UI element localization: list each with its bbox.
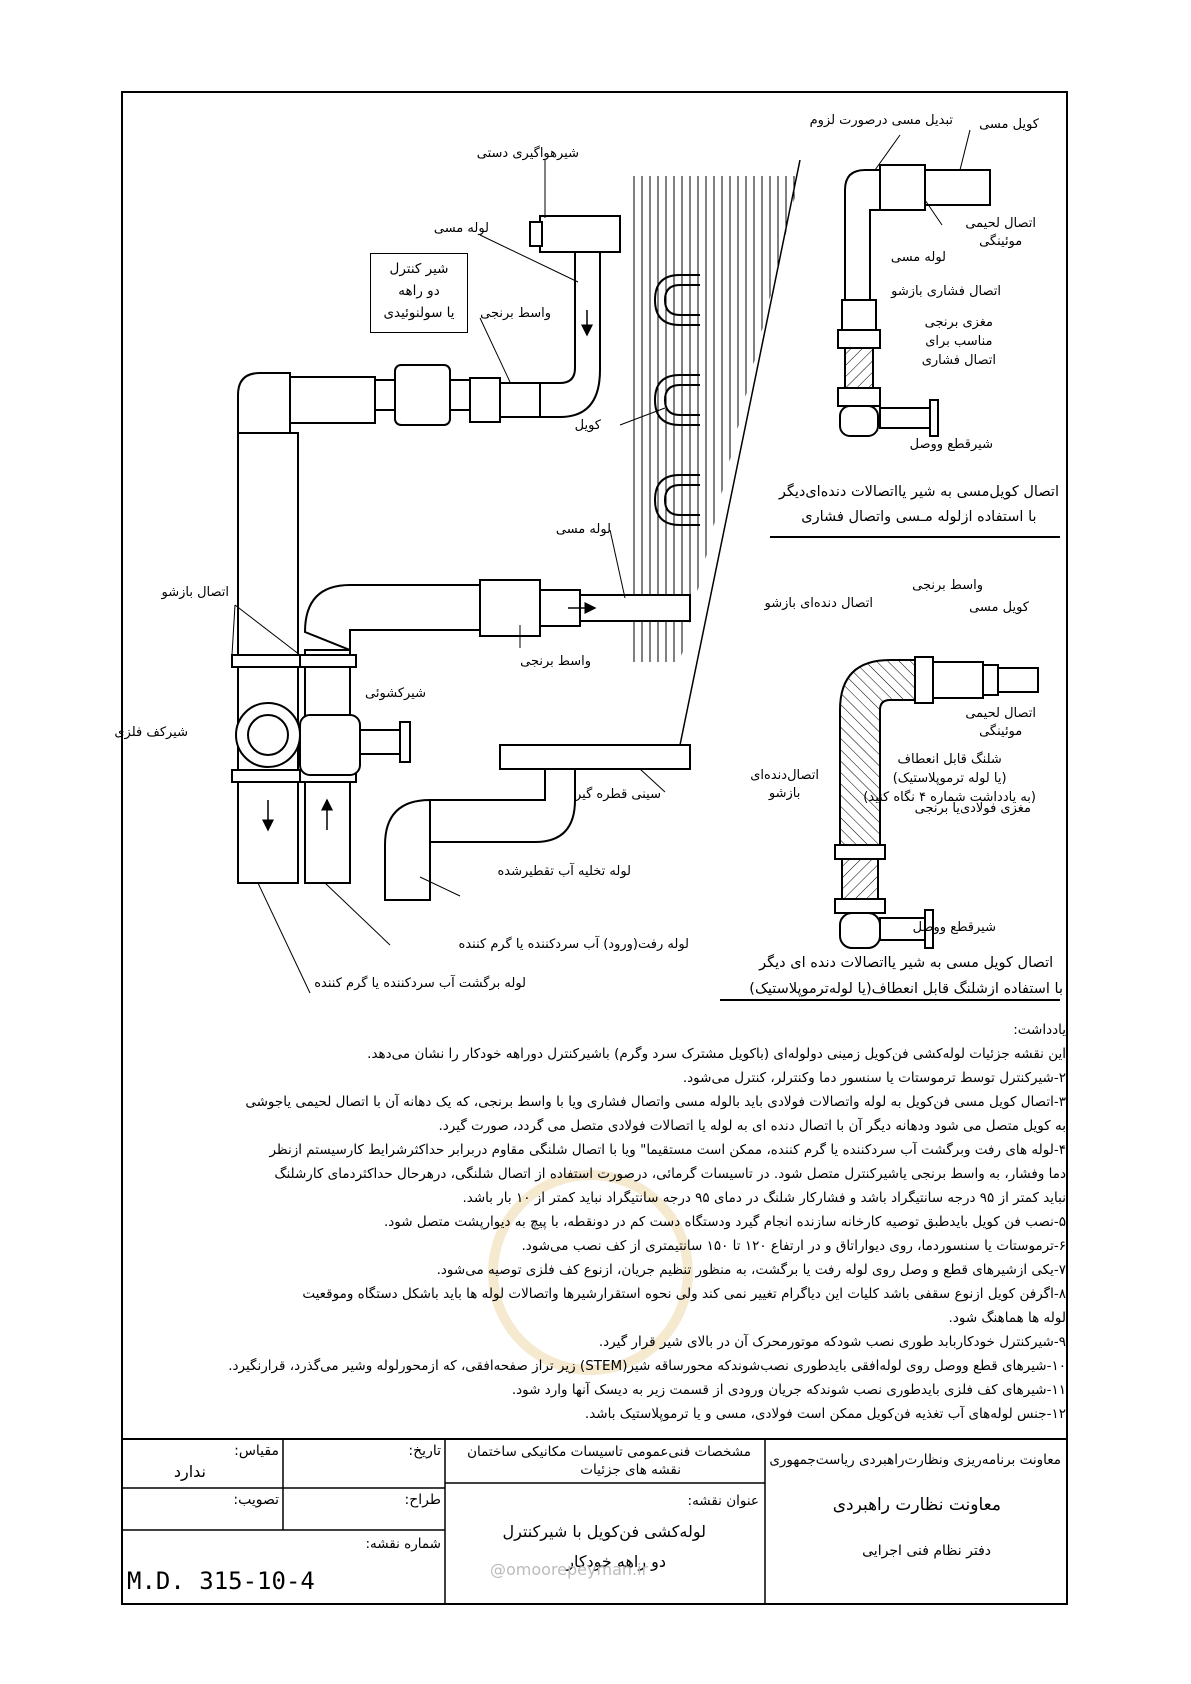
d2-caption-line-2: با استفاده ازشلنگ قابل انعطاف(یا لوله‌تر… bbox=[749, 981, 1063, 997]
note-line-3: ۳-اتصال کویل مسی فن‌کویل به لوله واتصالا… bbox=[245, 1094, 1066, 1110]
leader-lines bbox=[231, 129, 971, 994]
note-line-16: ۱۲-جنس لوله‌های آب تغذیه فن‌کویل ممکن اس… bbox=[584, 1406, 1066, 1422]
label-drip-tray: سینی قطره گیر bbox=[575, 787, 661, 802]
d1-caption-line-1: اتصال کویل‌مسی به شیر یااتصالات دنده‌ای‌… bbox=[778, 484, 1059, 500]
label-d2-nipple: مغزی فولادی‌یا برنجی bbox=[914, 801, 1031, 816]
d2-caption-line-1: اتصال کویل مسی به شیر یااتصالات دنده ای … bbox=[759, 955, 1054, 971]
control-valve-line-3: یا سولنوئیدی bbox=[383, 305, 455, 321]
control-valve-line-1: شیر کنترل bbox=[389, 261, 449, 277]
label-brass-adapter-2: واسط برنجی bbox=[520, 654, 591, 669]
d2-solder-line-1: اتصال لحیمی bbox=[965, 706, 1036, 721]
label-d2-threaded-union-left: اتصال‌دنده‌ای بازشو bbox=[750, 767, 819, 803]
d1-nipple-line-1: مغزی برنجی bbox=[924, 315, 994, 330]
label-supply-pipe: لوله رفت(ورود) آب سردکننده یا گرم کننده bbox=[458, 937, 689, 952]
detail-1-drawing bbox=[837, 164, 991, 437]
note-line-15: ۱۱-شیرهای کف فلزی بایدطوری نصب شوندکه جر… bbox=[511, 1382, 1066, 1398]
detail-2-drawing bbox=[834, 656, 1039, 949]
label-coil: کویل bbox=[574, 418, 601, 433]
label-d2-caption: اتصال کویل مسی به شیر یااتصالات دنده ای … bbox=[749, 950, 1063, 1002]
label-d1-compression-union: اتصال فشاری بازشو bbox=[891, 284, 1001, 299]
tb-spec-line-1: مشخصات فنی‌عمومی تاسیسات مکانیکی ساختمان bbox=[467, 1444, 751, 1460]
label-condensate-drain: لوله تخلیه آب تقطیرشده bbox=[497, 864, 631, 879]
control-valve-body bbox=[394, 364, 451, 426]
label-d2-threaded-union: اتصال دنده‌ای بازشو bbox=[764, 596, 873, 611]
note-line-14: ۱۰-شیرهای قطع ووصل روی لوله‌افقی بایدطور… bbox=[228, 1358, 1066, 1374]
label-d1-solder: اتصال لحیمی موئینگی bbox=[965, 215, 1036, 251]
note-line-12: لوله ها هماهنگ شود. bbox=[948, 1310, 1066, 1326]
note-line-13: ۹-شیرکنترل خودکاربابد طوری نصب شودکه موت… bbox=[598, 1334, 1066, 1350]
label-d1-brass-nipple: مغزی برنجی مناسب برای اتصال فشاری bbox=[922, 313, 996, 370]
tb-designer-label: طراح: bbox=[404, 1492, 441, 1508]
tb-spec-line-2: نقشه های جزئیات bbox=[580, 1462, 681, 1478]
d1-caption-line-2: با استفاده ازلوله مـسی واتصال فشاری bbox=[801, 509, 1037, 525]
note-line-6: دما وفشار، به واسط برنجی یاشیرکنترل متصل… bbox=[274, 1166, 1066, 1182]
label-d1-caption: اتصال کویل‌مسی به شیر یااتصالات دنده‌ای‌… bbox=[779, 480, 1059, 530]
d2-union-left-line-1: اتصال‌دنده‌ای bbox=[750, 768, 819, 783]
d1-solder-line-2: موئینگی bbox=[979, 234, 1023, 249]
d2-hose-line-2: (یا لوله ترموپلاستیک) bbox=[892, 771, 1007, 786]
d2-union-left-line-2: بازشو bbox=[768, 786, 801, 801]
notes-heading: یادداشت: bbox=[1013, 1022, 1066, 1038]
tb-org-line-1: معاونت برنامه‌ریزی ونظارت‌راهبردی ریاست‌… bbox=[769, 1452, 1061, 1468]
drip-tray-and-drain bbox=[384, 744, 691, 901]
d1-nipple-line-2: مناسب برای bbox=[925, 334, 993, 349]
control-valve-line-2: دو راهه bbox=[398, 283, 440, 299]
label-d2-copper-coil: کویل مسی bbox=[969, 600, 1029, 615]
tb-approval-label: تصویب: bbox=[233, 1492, 279, 1508]
note-line-4: به کویل متصل می شود ودهانه دیگر آن با ات… bbox=[438, 1118, 1067, 1134]
label-d2-shutoff: شیرقطع ووصل bbox=[912, 920, 996, 935]
sheet-border bbox=[121, 91, 1068, 1605]
label-d1-shutoff: شیرقطع ووصل bbox=[909, 437, 993, 452]
tb-drawing-title-2: دو راهه خودکار bbox=[566, 1552, 666, 1571]
label-union-left: اتصال بازشو bbox=[161, 585, 229, 600]
left-piping bbox=[231, 215, 691, 884]
coil-cut-line bbox=[679, 159, 801, 746]
label-copper-transition: تبدیل مسی درصورت لزوم bbox=[809, 113, 953, 128]
label-return-pipe: لوله برگشت آب سردکننده یا گرم کننده bbox=[314, 976, 526, 991]
label-floor-valve: شیرکف فلزی bbox=[114, 725, 188, 740]
tb-drawing-title-1: لوله‌کشی فن‌کویل با شیرکنترل bbox=[502, 1522, 706, 1541]
note-line-1: این نقشه جزئیات لوله‌کشی فن‌کویل زمینی د… bbox=[367, 1046, 1066, 1062]
coil-tubes bbox=[653, 274, 700, 526]
label-d1-copper-pipe: لوله مسی bbox=[890, 250, 946, 265]
watermark-text: @omoorepeyman.ir bbox=[490, 1560, 649, 1579]
tb-scale-value: ندارد bbox=[173, 1462, 206, 1481]
d2-solder-line-2: موئینگی bbox=[979, 724, 1023, 739]
d1-nipple-line-3: اتصال فشاری bbox=[921, 353, 996, 368]
label-copper-pipe-1: لوله مسی bbox=[433, 221, 489, 236]
tb-drawing-title-label: عنوان نقشه: bbox=[687, 1493, 759, 1509]
watermark-seal bbox=[488, 1170, 693, 1375]
d2-hose-line-1: شلنگ قابل انعطاف bbox=[897, 752, 1002, 767]
label-d2-hose: شلنگ قابل انعطاف (یا لوله ترموپلاستیک) (… bbox=[863, 750, 1036, 807]
d2-hose-line-3: (به یادداشت شماره ۴ نگاه کنید) bbox=[863, 790, 1036, 805]
tb-sheet-number: M.D. 315-10-4 bbox=[127, 1567, 315, 1595]
label-brass-adapter-1: واسط برنجی bbox=[480, 306, 551, 321]
label-d2-brass-adapter: واسط برنجی bbox=[912, 578, 983, 593]
tb-date-label: تاریخ: bbox=[408, 1443, 441, 1459]
title-block-frame bbox=[122, 1438, 1067, 1604]
note-line-2: ۲-شیرکنترل توسط ترموستات یا سنسور دما وک… bbox=[682, 1070, 1066, 1086]
tb-org-line-2: معاونت نظارت راهبردی bbox=[832, 1495, 1001, 1515]
tb-org-line-3: دفتر نظام فنی اجرایی bbox=[862, 1543, 991, 1559]
label-d2-solder: اتصال لحیمی موئینگی bbox=[965, 705, 1036, 741]
d1-solder-line-1: اتصال لحیمی bbox=[965, 216, 1036, 231]
label-copper-pipe-2: لوله مسی bbox=[555, 522, 611, 537]
label-copper-coil-top: کویل مسی bbox=[979, 117, 1039, 132]
note-line-8: ۵-نصب فن کویل بایدطبق توصیه کارخانه سازن… bbox=[383, 1214, 1066, 1230]
coil-cutaway-mask bbox=[680, 176, 800, 662]
tb-scale-label: مقیاس: bbox=[234, 1443, 279, 1459]
label-control-valve: شیر کنترل دو راهه یا سولنوئیدی bbox=[370, 253, 468, 333]
note-line-9: ۶-ترموستات یا سنسوردما، روی دیواراتاق و … bbox=[521, 1238, 1066, 1254]
label-manual-air-vent: شیرهواگیری دستی bbox=[476, 146, 579, 161]
note-line-11: ۸-اگرفن کویل ازنوع سقفی باشد کلیات این د… bbox=[302, 1286, 1066, 1302]
note-line-7: نباید کمتر از ۹۵ درجه سانتیگراد باشد و ف… bbox=[462, 1190, 1066, 1206]
label-globe-valve: شیرکشوئی bbox=[365, 686, 426, 701]
note-line-10: ۷-یکی ازشیرهای قطع و وصل روی لوله رفت یا… bbox=[436, 1262, 1066, 1278]
tb-sheet-number-label: شماره نقشه: bbox=[365, 1536, 441, 1552]
note-line-5: ۴-لوله های رفت وبرگشت آب سردکننده یا گرم… bbox=[269, 1142, 1066, 1158]
